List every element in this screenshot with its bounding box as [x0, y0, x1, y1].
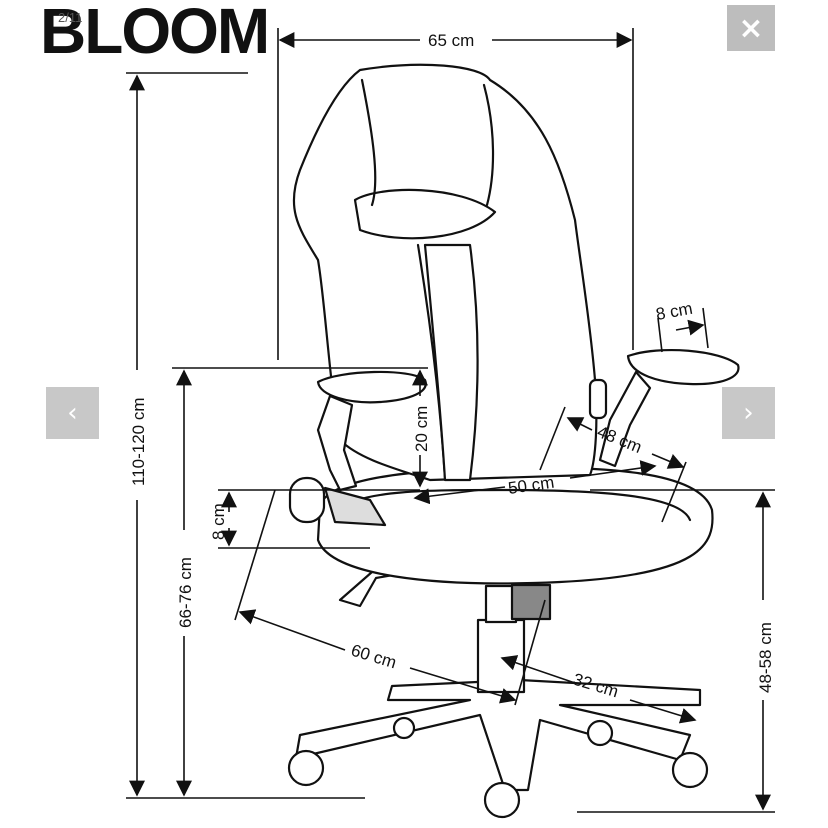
dim-armrest-height: 66-76 cm	[176, 557, 195, 628]
dim-armrest-width: 8 cm	[654, 299, 694, 324]
next-image-button[interactable]: ›	[722, 387, 775, 439]
close-button[interactable]: ×	[727, 5, 775, 51]
dim-base-diameter: 60 cm	[349, 641, 399, 673]
dim-seat-height: 48-58 cm	[756, 622, 775, 693]
close-icon: ×	[738, 10, 764, 46]
gas-lift	[476, 583, 552, 694]
right-armrest	[588, 348, 740, 468]
previous-image-button[interactable]: ‹	[46, 387, 99, 439]
dim-backrest-armrest: 20 cm	[412, 406, 431, 452]
dim-seat-thickness: 8 cm	[209, 503, 228, 540]
dim-width-total: 65 cm	[428, 31, 474, 50]
chair-base	[287, 678, 709, 819]
dim-height-total: 110-120 cm	[129, 397, 148, 486]
image-counter: 2/11	[58, 10, 83, 25]
chevron-left-icon: ‹	[67, 398, 78, 428]
product-title: BLOOM	[40, 0, 270, 67]
chevron-right-icon: ›	[743, 398, 754, 428]
